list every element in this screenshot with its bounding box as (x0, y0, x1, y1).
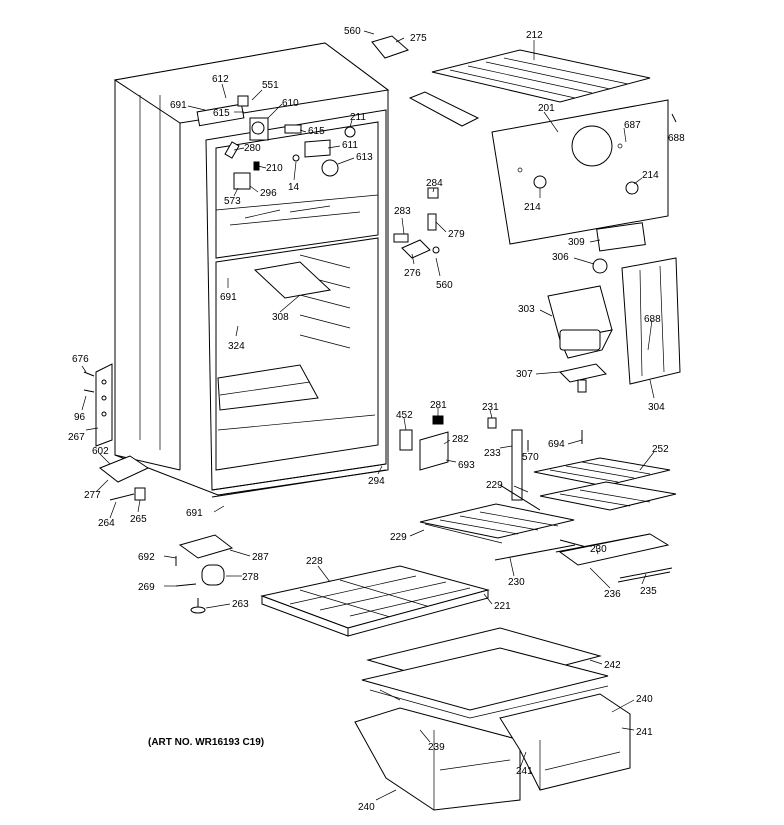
part-label: 228 (306, 556, 323, 567)
control-housing (547, 285, 613, 359)
part-label: 241 (636, 727, 653, 738)
part-label: 242 (604, 660, 621, 671)
part-label: 284 (426, 178, 443, 189)
part-label: 233 (484, 448, 501, 459)
part-label: 308 (272, 312, 289, 323)
bottom-hinge-parts (175, 534, 234, 614)
part-label: 240 (358, 802, 375, 813)
top-bracket (371, 35, 409, 59)
part-label: 240 (636, 694, 653, 705)
crisper-drawers (354, 627, 631, 811)
crisper-cover-frame (260, 565, 490, 637)
part-label: 278 (242, 572, 259, 583)
part-label: 688 (644, 314, 661, 325)
part-label: 615 (308, 126, 325, 137)
control-components (196, 95, 356, 190)
part-label: 201 (538, 103, 555, 114)
part-label: 280 (244, 143, 261, 154)
part-label: 691 (186, 508, 203, 519)
part-label: 265 (130, 514, 147, 525)
part-label: 687 (624, 120, 641, 131)
part-label: 230 (590, 544, 607, 555)
fresh-food-shelves (419, 457, 677, 583)
part-label: 692 (138, 552, 155, 563)
evaporator-cover (491, 99, 669, 245)
part-label: 296 (260, 188, 277, 199)
part-label: 551 (262, 80, 279, 91)
part-label: 277 (84, 490, 101, 501)
part-label: 694 (548, 439, 565, 450)
part-label: 279 (448, 229, 465, 240)
air-duct (621, 257, 681, 385)
damper-parts (393, 187, 440, 259)
part-label: 276 (404, 268, 421, 279)
part-label: 241 (516, 766, 533, 777)
part-label: 309 (568, 237, 585, 248)
part-label: 560 (344, 26, 361, 37)
art-number: (ART NO. WR16193 C19) (148, 737, 264, 748)
part-label: 252 (652, 444, 669, 455)
part-label: 688 (668, 133, 685, 144)
part-label: 560 (436, 280, 453, 291)
part-label: 324 (228, 341, 245, 352)
part-number-labels: 560 275 212 612 551 691 615 610 201 687 … (68, 26, 685, 813)
shelf-support-parts (399, 415, 583, 501)
part-label: 693 (458, 460, 475, 471)
part-label: 307 (516, 369, 533, 380)
part-label: 281 (430, 400, 447, 411)
part-label: 275 (410, 33, 427, 44)
part-label: 610 (282, 98, 299, 109)
part-label: 96 (74, 412, 86, 423)
part-label: 210 (266, 163, 283, 174)
part-label: 306 (552, 252, 569, 263)
part-label: 231 (482, 402, 499, 413)
part-label: 303 (518, 304, 535, 315)
left-hinge-parts (83, 363, 150, 501)
part-label: 691 (220, 292, 237, 303)
refrigerator-cabinet (113, 42, 390, 498)
ice-tray-rail (408, 91, 480, 127)
part-label: 239 (428, 742, 445, 753)
part-label: 304 (648, 402, 665, 413)
part-label: 294 (368, 476, 385, 487)
part-label: 570 (522, 452, 539, 463)
part-label: 269 (138, 582, 155, 593)
part-label: 612 (212, 74, 229, 85)
cover-piece (559, 363, 607, 383)
part-label: 229 (390, 532, 407, 543)
part-label: 615 (213, 108, 230, 119)
part-label: 611 (342, 140, 358, 151)
part-label: 221 (494, 601, 511, 612)
part-label: 264 (98, 518, 115, 529)
part-label: 230 (508, 577, 525, 588)
part-label: 212 (526, 30, 543, 41)
part-label: 211 (350, 112, 366, 123)
part-label: 14 (288, 182, 300, 193)
part-label: 236 (604, 589, 621, 600)
control-knob (592, 258, 608, 274)
part-label: 452 (396, 410, 413, 421)
part-label: 287 (252, 552, 269, 563)
part-label: 602 (92, 446, 109, 457)
part-label: 573 (224, 196, 241, 207)
part-label: 282 (452, 434, 469, 445)
part-label: 676 (72, 354, 89, 365)
part-label: 283 (394, 206, 411, 217)
freezer-shelf (431, 49, 651, 103)
leader-lines (81, 30, 655, 801)
part-label: 691 (170, 100, 187, 111)
part-label: 229 (486, 480, 503, 491)
part-label: 263 (232, 599, 249, 610)
part-label: 267 (68, 432, 85, 443)
part-label: 214 (524, 202, 541, 213)
part-label: 214 (642, 170, 659, 181)
part-label: 613 (356, 152, 373, 163)
part-label: 235 (640, 586, 657, 597)
